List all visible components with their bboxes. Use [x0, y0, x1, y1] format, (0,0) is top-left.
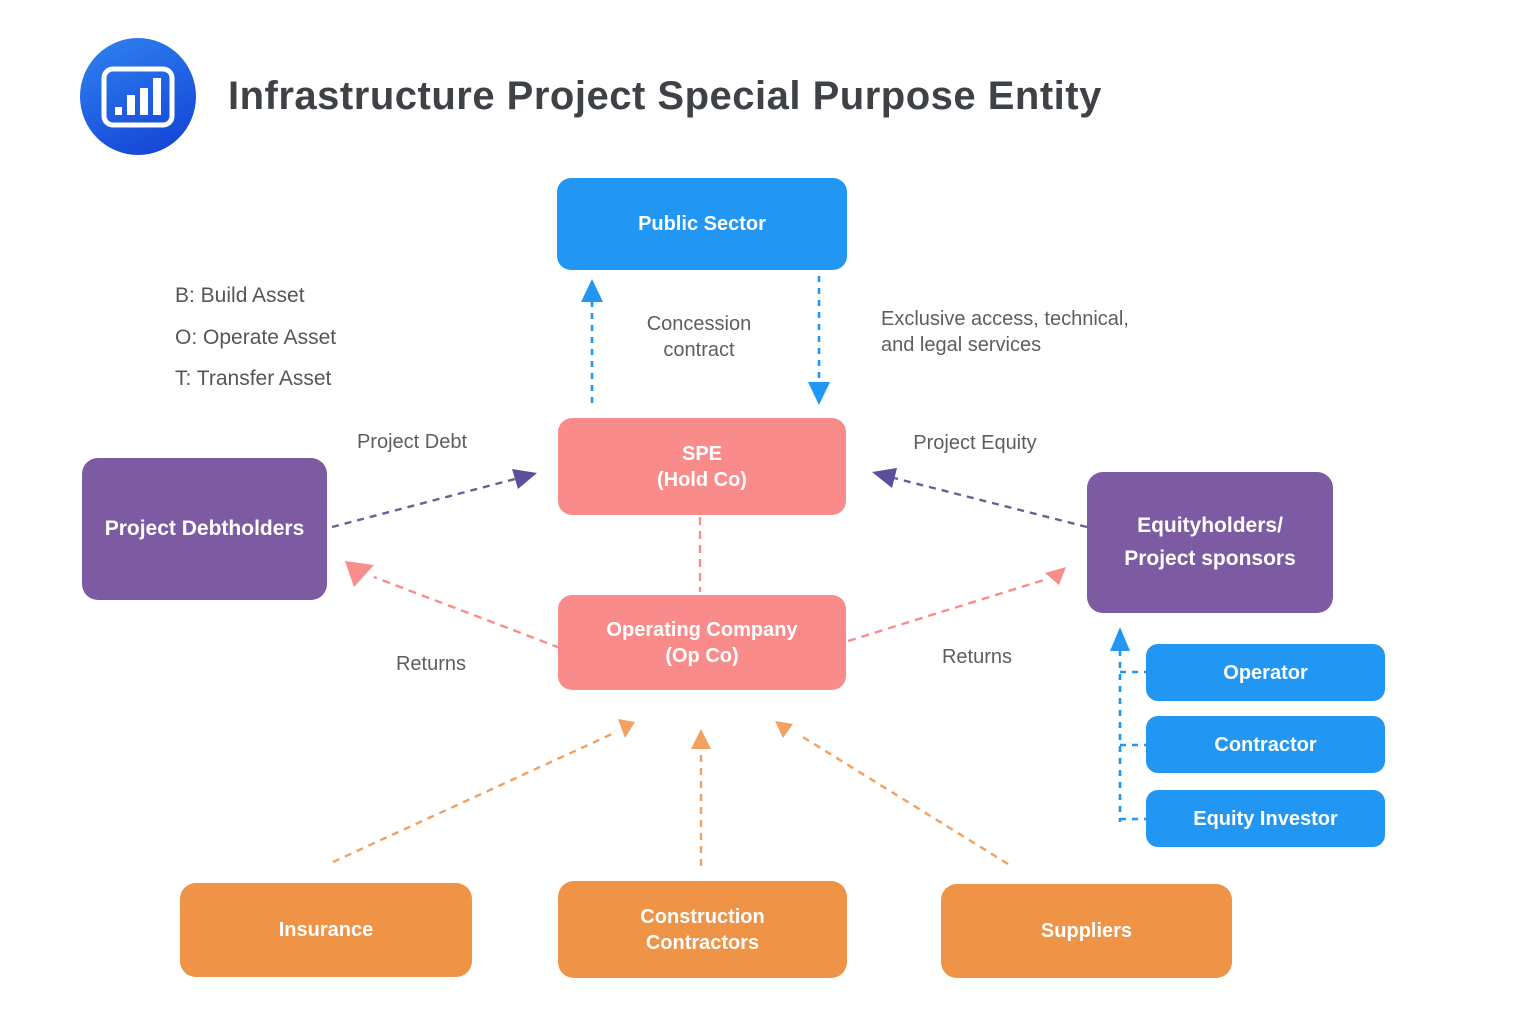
node-spe-sublabel: (Hold Co) [657, 468, 747, 491]
node-operator: Operator [1146, 644, 1385, 701]
node-equity-investor: Equity Investor [1146, 790, 1385, 847]
node-construction-label: Construction [640, 905, 765, 928]
arrowhead-returns-left-icon [345, 561, 374, 587]
legend-build-asset: B: Build Asset [175, 284, 305, 307]
arrowhead-project-debt-icon [512, 469, 537, 489]
label-exclusive-line1: Exclusive access, technical, [881, 308, 1129, 330]
node-equity-investor-label: Equity Investor [1193, 807, 1338, 830]
arrowhead-concession-up-icon [581, 279, 603, 302]
node-insurance-label: Insurance [278, 919, 374, 941]
label-concession-line2: contract [663, 339, 735, 361]
arrowhead-investors-up-icon [1110, 627, 1130, 651]
node-equityholders-sublabel: Project sponsors [1124, 546, 1296, 570]
node-opco-label: Operating Company [606, 618, 798, 641]
label-project-equity: Project Equity [913, 432, 1037, 454]
node-equityholders-label: Equityholders/ [1137, 513, 1283, 537]
edge-returns-left [373, 575, 561, 650]
arrowhead-insurance-icon [618, 719, 635, 738]
node-project-debtholders: Project Debtholders [82, 458, 327, 600]
legend-operate-asset: O: Operate Asset [175, 326, 337, 349]
node-public-sector-label: Public Sector [638, 213, 766, 235]
node-project-debtholders-label: Project Debtholders [104, 517, 305, 541]
label-concession-contract: Concession contract [599, 311, 799, 363]
node-construction-contractors: Construction Contractors [558, 881, 847, 978]
label-exclusive-line2: and legal services [881, 334, 1042, 356]
label-returns-right: Returns [941, 646, 1013, 668]
label-concession-line1: Concession [646, 313, 752, 335]
node-equityholders: Equityholders/ Project sponsors [1087, 472, 1333, 613]
edge-insurance [332, 732, 613, 864]
edge-suppliers [797, 732, 1009, 866]
arrowhead-returns-right-icon [1045, 567, 1066, 585]
legend-transfer-asset: T: Transfer Asset [175, 367, 332, 390]
label-returns-left: Returns [395, 653, 467, 675]
arrowhead-project-equity-icon [872, 468, 897, 488]
arrowhead-services-down-icon [808, 382, 830, 405]
node-public-sector: Public Sector [557, 178, 847, 270]
node-suppliers-label: Suppliers [1040, 920, 1133, 942]
node-construction-sublabel: Contractors [645, 931, 760, 954]
node-opco-sublabel: (Op Co) [665, 644, 739, 667]
node-spe-holdco: SPE (Hold Co) [558, 418, 846, 515]
node-contractor: Contractor [1146, 716, 1385, 773]
label-project-debt: Project Debt [356, 431, 468, 453]
arrowhead-suppliers-icon [775, 721, 793, 738]
node-contractor-label: Contractor [1214, 733, 1317, 756]
node-insurance: Insurance [180, 883, 472, 977]
label-exclusive-services: Exclusive access, technical, and legal s… [881, 306, 1129, 358]
bar-chart-icon [101, 66, 175, 127]
node-suppliers: Suppliers [941, 884, 1232, 978]
node-operating-company: Operating Company (Op Co) [558, 595, 846, 690]
edge-project-equity [893, 476, 1088, 529]
node-operator-label: Operator [1223, 661, 1308, 684]
bar-chart-logo-icon [80, 38, 196, 155]
arrowhead-construction-icon [691, 729, 711, 749]
node-spe-label: SPE [681, 442, 723, 465]
page-title: Infrastructure Project Special Purpose E… [228, 74, 1102, 118]
edge-project-debt [331, 477, 516, 529]
edge-returns-right [847, 578, 1045, 643]
